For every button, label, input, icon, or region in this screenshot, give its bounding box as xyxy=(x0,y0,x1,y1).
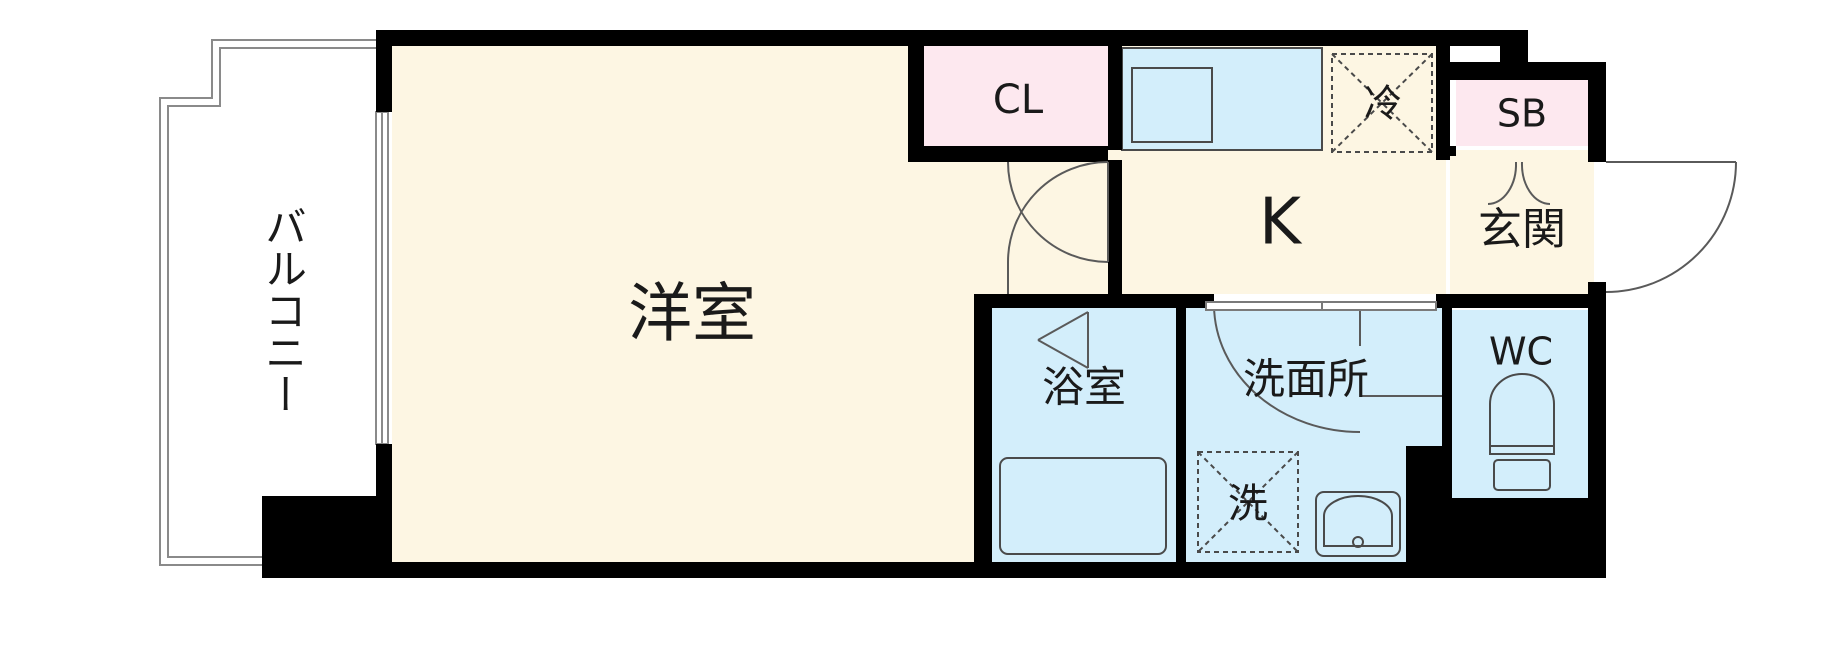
refrigerator-space xyxy=(1331,53,1433,153)
western-room-label: 洋室 xyxy=(628,278,756,352)
entrance-corridor-floor xyxy=(976,150,1116,294)
washroom-floor xyxy=(1186,304,1442,562)
walls xyxy=(262,30,1606,578)
bathroom-label: 浴室 xyxy=(1042,363,1126,412)
toilet-tank xyxy=(1493,459,1551,491)
toilet-label: WC xyxy=(1489,330,1553,374)
balcony-window xyxy=(375,111,389,445)
toilet-bowl xyxy=(1489,373,1555,455)
washer-space xyxy=(1197,451,1299,553)
closet-label: CL xyxy=(993,77,1044,123)
shoe-box-label: SB xyxy=(1497,92,1547,136)
closet-floor xyxy=(922,46,1108,146)
wash-basin xyxy=(1315,491,1401,557)
kitchen-label: K xyxy=(1259,186,1303,260)
balcony xyxy=(159,39,376,566)
western-room-floor xyxy=(392,44,976,563)
balcony-label: バルコニー xyxy=(259,205,308,415)
sink-basin xyxy=(1131,67,1213,143)
shoe-box-floor xyxy=(1456,80,1590,146)
toilet-floor xyxy=(1452,310,1590,498)
bathtub xyxy=(999,457,1167,555)
washer-label: 洗 xyxy=(1228,481,1268,527)
refrigerator-label: 冷 xyxy=(1364,82,1402,126)
washroom-sliding-door xyxy=(1205,301,1437,311)
entrance-label: 玄関 xyxy=(1478,204,1566,255)
washroom-label: 洗面所 xyxy=(1243,355,1369,404)
fixtures xyxy=(999,53,1555,557)
doors xyxy=(1007,161,1737,433)
